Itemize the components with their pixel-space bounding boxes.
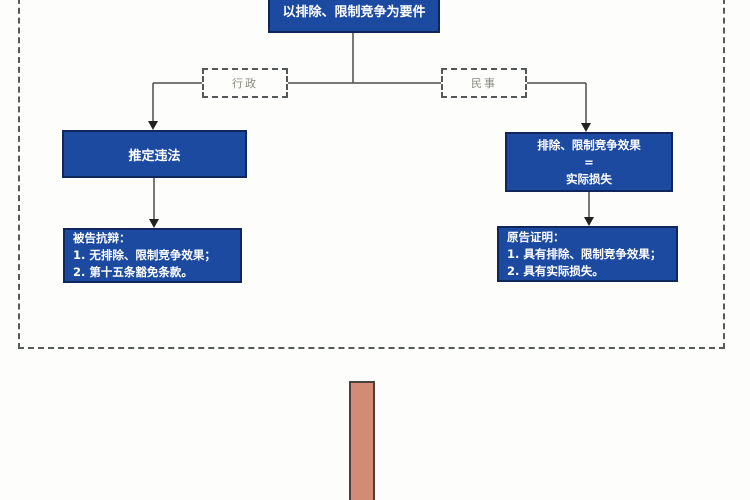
diagram-dashed-frame	[18, 0, 725, 349]
defendant-item-1: 1. 无排除、限制竞争效果；	[73, 248, 216, 262]
branch-box-administrative: 行政	[202, 68, 288, 98]
effect-line-1: 排除、限制竞争效果	[537, 137, 641, 152]
effect-line-2: =	[584, 154, 594, 169]
defendant-item-2: 2. 第十五条豁免条款。	[73, 265, 193, 279]
branch-label-administrative: 行政	[232, 77, 258, 90]
node-requirement: 以排除、限制竞争为要件	[268, 0, 440, 33]
defendant-title: 被告抗辩：	[73, 231, 131, 245]
plaintiff-item-1: 1. 具有排除、限制竞争效果；	[507, 246, 662, 261]
node-effect-equals-loss: 排除、限制竞争效果 = 实际损失	[505, 132, 673, 192]
plaintiff-item-2: 2. 具有实际损失。	[507, 263, 604, 278]
node-defendant-defenses: 被告抗辩： 1. 无排除、限制竞争效果； 2. 第十五条豁免条款。	[63, 228, 242, 283]
plaintiff-title: 原告证明：	[507, 229, 565, 244]
node-plaintiff-proof: 原告证明： 1. 具有排除、限制竞争效果； 2. 具有实际损失。	[497, 226, 678, 282]
branch-box-civil: 民事	[441, 68, 527, 98]
node-presumed-illegal: 推定违法	[62, 130, 247, 178]
effect-line-3: 实际损失	[566, 171, 612, 186]
node-presumed-illegal-label: 推定违法	[128, 148, 181, 164]
node-requirement-label: 以排除、限制竞争为要件	[282, 5, 426, 20]
branch-label-civil: 民事	[471, 77, 497, 90]
salmon-bar-image-fragment	[349, 381, 375, 500]
